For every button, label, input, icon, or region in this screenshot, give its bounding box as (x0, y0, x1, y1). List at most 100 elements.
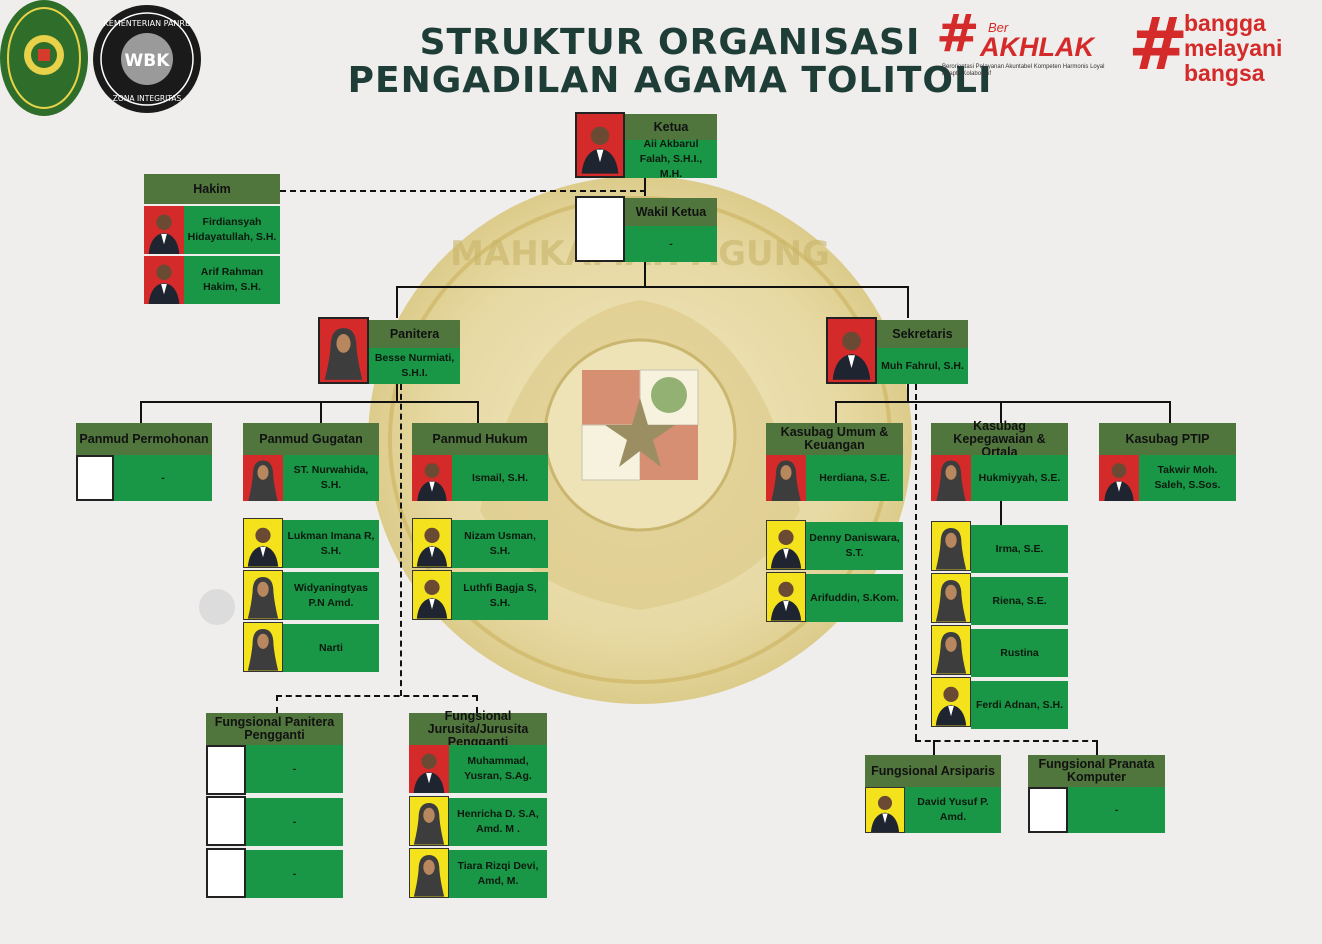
connector-dashed (476, 695, 478, 713)
bangga-line1: bangga (1184, 10, 1266, 36)
connector (1096, 740, 1098, 756)
hash-icon: # (936, 4, 980, 64)
arsiparis-name: David Yusuf P. Amd. (905, 787, 1001, 833)
wakil-name: - (625, 226, 717, 262)
hukum-staff-1: Nizam Usman, S.H. (452, 520, 548, 568)
hukum-staff-photo-1 (412, 518, 452, 568)
connector (1000, 401, 1002, 423)
hakim-photo-2 (144, 256, 184, 304)
connector (644, 178, 646, 196)
connector (396, 384, 398, 402)
panmud-gugatan-photo (243, 455, 283, 501)
kepeg-staff-4: Ferdi Adnan, S.H. (971, 681, 1068, 729)
fj-photo-1 (409, 745, 449, 793)
connector-dashed (915, 384, 917, 740)
fungsional-arsiparis-title: Fungsional Arsiparis (865, 755, 1001, 787)
fungsional-jurusita-title: Fungsional Jurusita/Jurusita Pengganti (409, 709, 547, 748)
hakim-member-1: Firdiansyah Hidayatullah, S.H. (184, 206, 280, 254)
hukum-staff-2: Luthfi Bagja S, S.H. (452, 572, 548, 620)
kasubag-kepeg-photo (931, 455, 971, 501)
fp-photo-1 (206, 745, 246, 795)
connector (140, 401, 142, 423)
panmud-gugatan-title: Panmud Gugatan (243, 423, 379, 455)
akhlak-ber: Ber (988, 20, 1009, 35)
fj-photo-3 (409, 848, 449, 898)
connector-dashed (915, 740, 1098, 742)
akhlak-main: AKHLAK (980, 32, 1094, 62)
fungsional-panitera-title: Fungsional Panitera Pengganti (206, 713, 343, 745)
kasubag-ptip-name: Takwir Moh. Saleh, S.Sos. (1139, 455, 1236, 501)
pengadilan-agama-seal-logo (0, 0, 88, 116)
connector (396, 286, 908, 288)
panmud-permohonan-name: - (114, 455, 212, 501)
panitera-title: Panitera (369, 320, 460, 348)
connector (907, 286, 909, 318)
pranata-name: - (1068, 787, 1165, 833)
kepeg-staff-photo-1 (931, 521, 971, 571)
gugatan-staff-2: Widyaningtyas P.N Amd. (283, 572, 379, 620)
wbk-top-text: KEMENTERIAN PANRB (104, 19, 191, 28)
akhlak-logo: # Ber AKHLAK Berorientasi Pelayanan Akun… (936, 4, 1121, 85)
umum-staff-photo-1 (766, 520, 806, 570)
connector (907, 384, 909, 402)
gugatan-staff-1: Lukman Imana R, S.H. (283, 520, 379, 568)
fp-member-2: - (246, 798, 343, 846)
sekretaris-photo (826, 317, 877, 384)
decorative-dot (199, 589, 235, 625)
connector (835, 401, 1171, 403)
connector (1169, 401, 1171, 423)
fj-photo-2 (409, 796, 449, 846)
panmud-hukum-name: Ismail, S.H. (452, 455, 548, 501)
connector (477, 401, 479, 423)
wakil-title: Wakil Ketua (625, 198, 717, 226)
connector (1000, 501, 1002, 525)
fp-member-3: - (246, 850, 343, 898)
panmud-permohonan-title: Panmud Permohonan (76, 423, 212, 455)
connector-dashed (276, 695, 478, 697)
hakim-member-2: Arif Rahman Hakim, S.H. (184, 256, 280, 304)
ketua-title: Ketua (625, 114, 717, 140)
kepeg-staff-photo-4 (931, 677, 971, 727)
sekretaris-title: Sekretaris (877, 320, 968, 348)
hash-icon-2: # (1128, 2, 1189, 86)
bangga-line3: bangsa (1184, 60, 1265, 86)
panitera-photo (318, 317, 369, 384)
kasubag-kepeg-title: Kasubag Kepegawaian & Ortala (931, 419, 1068, 458)
hukum-staff-photo-2 (412, 570, 452, 620)
panmud-hukum-photo (412, 455, 452, 501)
gugatan-staff-3: Narti (283, 624, 379, 672)
kepeg-staff-photo-2 (931, 573, 971, 623)
hakim-photo-1 (144, 206, 184, 254)
umum-staff-2: Arifuddin, S.Kom. (806, 574, 903, 622)
wakil-photo (575, 196, 625, 262)
connector (320, 401, 322, 423)
wbk-bottom-text: ZONA INTEGRITAS (113, 94, 182, 103)
fp-photo-3 (206, 848, 246, 898)
gugatan-staff-photo-1 (243, 518, 283, 568)
bangga-melayani-logo: # bangga melayani bangsa (1128, 2, 1318, 93)
kepeg-staff-3: Rustina (971, 629, 1068, 677)
wbk-zona-integritas-logo: WBK KEMENTERIAN PANRB ZONA INTEGRITAS (93, 5, 201, 113)
fj-member-2: Henricha D. S.A, Amd. M . (449, 798, 547, 846)
fj-member-3: Tiara Rizqi Devi, Amd, M. (449, 850, 547, 898)
kasubag-umum-photo (766, 455, 806, 501)
connector (835, 401, 837, 423)
panmud-gugatan-name: ST. Nurwahida, S.H. (283, 455, 379, 501)
panmud-hukum-title: Panmud Hukum (412, 423, 548, 455)
ketua-photo (575, 112, 625, 178)
sekretaris-name: Muh Fahrul, S.H. (877, 348, 968, 384)
gugatan-staff-photo-2 (243, 570, 283, 620)
connector (396, 286, 398, 318)
kepeg-staff-2: Riena, S.E. (971, 577, 1068, 625)
connector-dashed (280, 190, 646, 192)
connector (644, 262, 646, 287)
ketua-name: Aii Akbarul Falah, S.H.I., M.H. (625, 138, 717, 180)
connector-dashed (276, 695, 278, 713)
kasubag-umum-title: Kasubag Umum & Keuangan (766, 423, 903, 455)
fungsional-pranata-title: Fungsional Pranata Komputer (1028, 755, 1165, 787)
wbk-center-text: WBK (125, 51, 171, 71)
page-title-line1: STRUKTUR ORGANISASI (419, 22, 921, 63)
fj-member-1: Muhammad, Yusran, S.Ag. (449, 745, 547, 793)
panmud-permohonan-photo (76, 455, 114, 501)
kasubag-umum-name: Herdiana, S.E. (806, 455, 903, 501)
